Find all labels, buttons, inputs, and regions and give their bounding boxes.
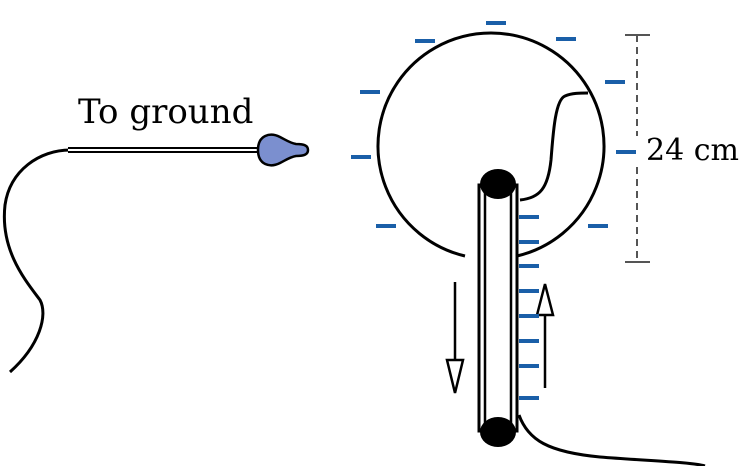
sphere-shell [376, 31, 606, 258]
belt-charge [519, 215, 539, 219]
sphere-charges [351, 21, 636, 228]
belt-charges [519, 215, 539, 400]
sphere-charge [605, 80, 625, 84]
belt-charge [519, 264, 539, 268]
up-arrow [535, 283, 555, 388]
ground-label: To ground [78, 92, 253, 132]
belt-charge [519, 314, 539, 318]
sphere-charge [556, 37, 576, 41]
down-arrow [445, 282, 465, 394]
upper-pulley [480, 169, 516, 199]
sphere-charge [360, 90, 380, 94]
lower-pulley [480, 417, 516, 447]
belt-charge [519, 289, 539, 293]
sphere-charge [351, 155, 371, 159]
sphere-charge [616, 150, 636, 154]
belt-charge [519, 339, 539, 343]
probe-tip [256, 133, 310, 167]
belt-inner [483, 183, 513, 433]
diameter-dimension [625, 34, 650, 263]
belt-charge [519, 364, 539, 368]
internal-wire [519, 91, 589, 202]
sphere-charge [376, 224, 396, 228]
bottom-wire [517, 414, 706, 466]
sphere-charge [588, 224, 608, 228]
belt-charge [519, 240, 539, 244]
belt-charge [519, 396, 539, 400]
sphere-charge [415, 39, 435, 43]
diameter-label: 24 cm [646, 133, 739, 168]
ground-wire [2, 148, 71, 374]
sphere-charge [486, 21, 506, 25]
